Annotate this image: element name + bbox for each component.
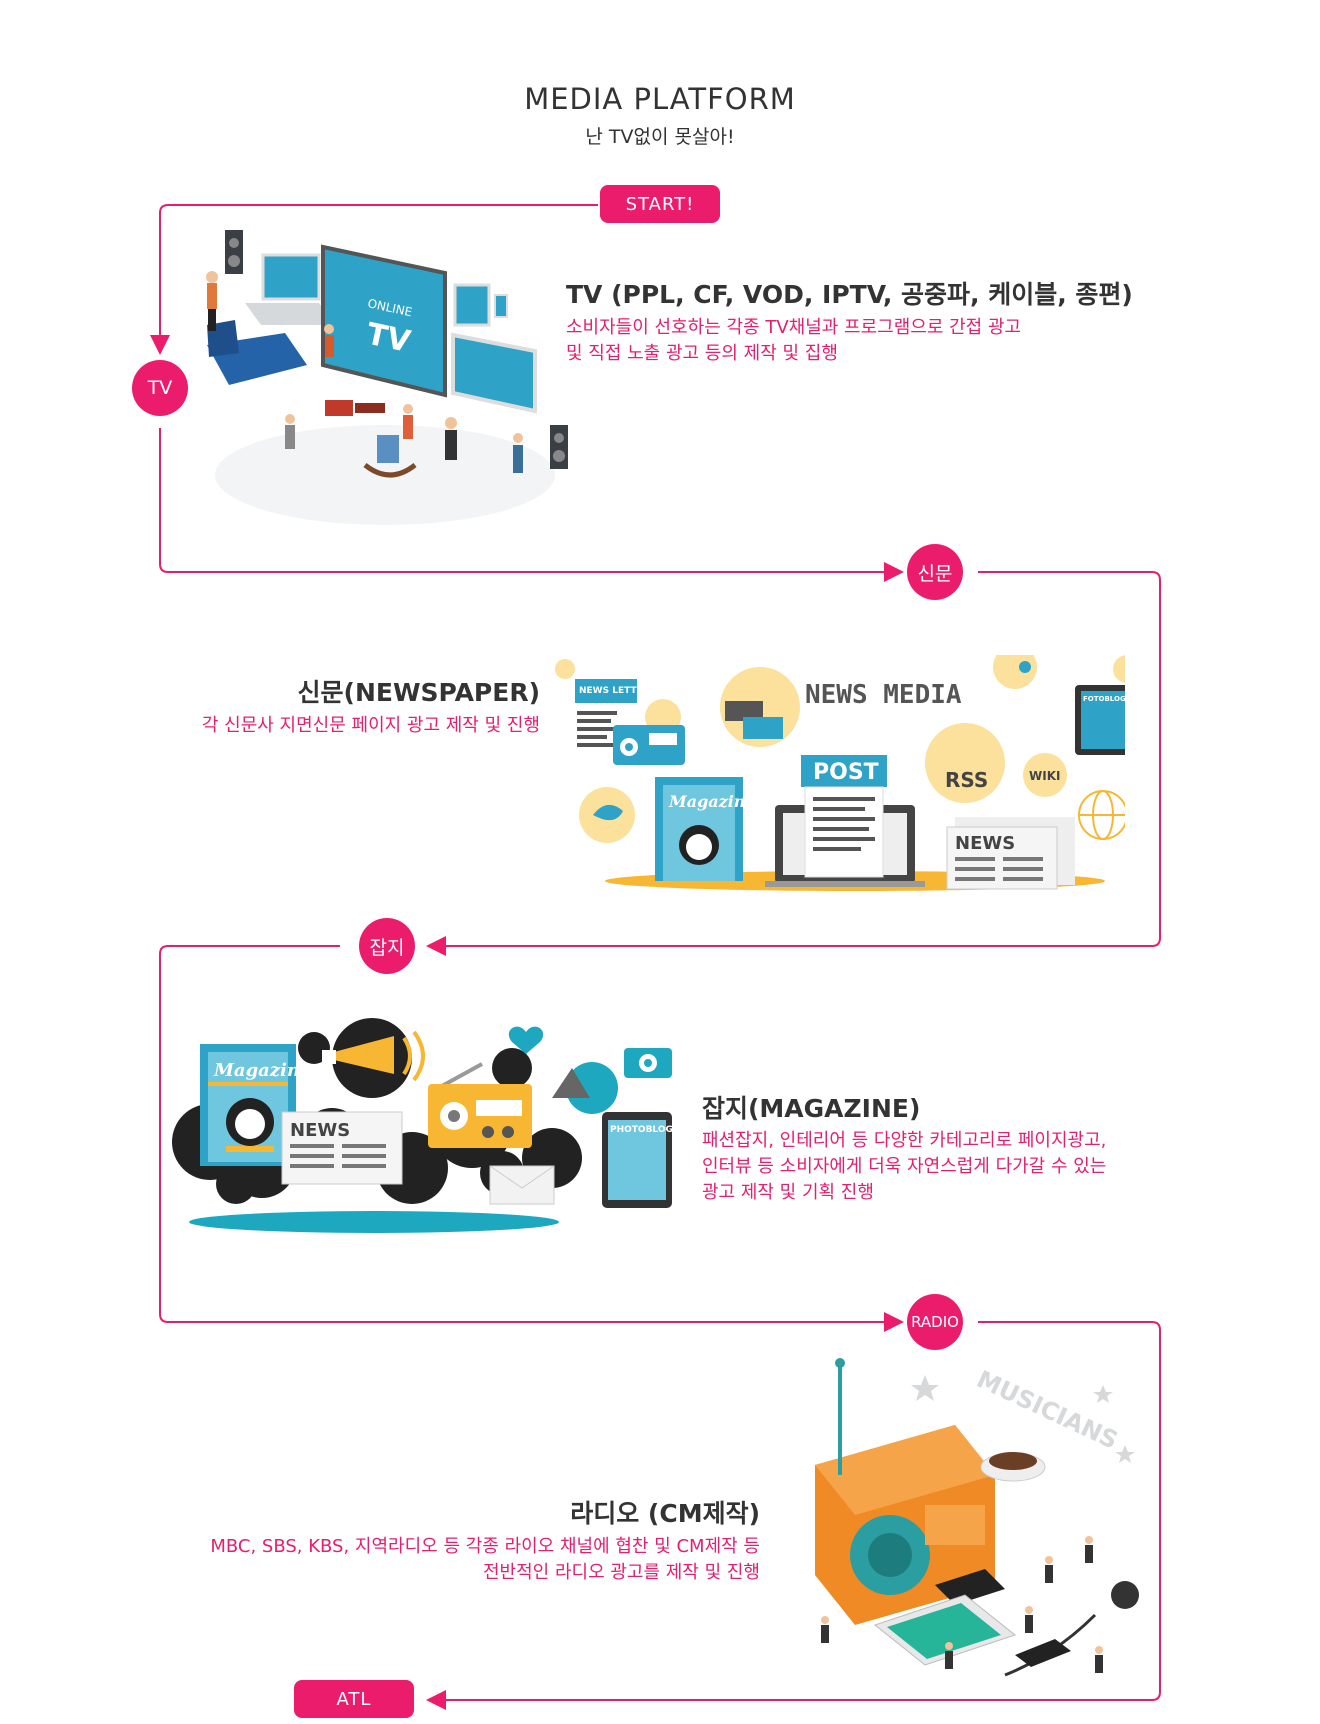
radio-title: 라디오 (CM제작) (570, 1499, 760, 1528)
newspaper-magazine-text: Magazine (668, 792, 756, 811)
magazine-illustration: Magazine NEWS PHOTOBLOG (172, 1018, 673, 1233)
magazine-news-text: NEWS (290, 1120, 350, 1141)
newspaper-news-text: NEWS (955, 833, 1015, 854)
tv-badge: TV (132, 360, 188, 416)
newsletter-text: NEWS LETTER (579, 686, 650, 696)
tv-illustration: ONLINE TV (206, 230, 568, 525)
newspaper-badge: 신문 (907, 544, 963, 600)
rss-text: RSS (945, 768, 988, 792)
radio-desc: MBC, SBS, KBS, 지역라디오 등 각종 라이오 채널에 협찬 및 C… (210, 1534, 760, 1586)
newspaper-illustration: NEWS LETTER NEWS MEDIA Magazine POST RSS… (555, 655, 1125, 891)
radio-desc-line: MBC, SBS, KBS, 지역라디오 등 각종 라이오 채널에 협찬 및 C… (210, 1536, 760, 1557)
magazine-magazine-text: Magazine (213, 1060, 311, 1081)
photoblog-text: PHOTOBLOG (610, 1125, 673, 1135)
fotoblog-text: FOTOBLOG (1083, 695, 1125, 703)
tv-desc-line: 소비자들이 선호하는 각종 TV채널과 프로그램으로 간접 광고 (566, 317, 1022, 338)
radio-illustration: MUSICIANS (815, 1358, 1139, 1677)
post-text: POST (813, 760, 879, 785)
tv-title: TV (PPL, CF, VOD, IPTV, 공중파, 케이블, 종편) (566, 280, 1133, 309)
atl-badge: ATL (294, 1680, 414, 1718)
musicians-text: MUSICIANS (972, 1365, 1122, 1455)
newspaper-title: 신문(NEWSPAPER) (297, 678, 540, 707)
news-media-text: NEWS MEDIA (805, 680, 962, 710)
magazine-desc: 패션잡지, 인테리어 등 다양한 카테고리로 페이지광고, 인터뷰 등 소비자에… (702, 1128, 1106, 1206)
radio-badge: RADIO (907, 1294, 963, 1350)
magazine-desc-line: 패션잡지, 인테리어 등 다양한 카테고리로 페이지광고, (702, 1130, 1107, 1151)
magazine-badge: 잡지 (359, 918, 415, 974)
page-subtitle: 난 TV없이 못살아! (585, 126, 735, 148)
start-badge: START! (600, 185, 720, 223)
wiki-text: WIKI (1029, 769, 1060, 783)
page-title: MEDIA PLATFORM (524, 82, 796, 116)
magazine-desc-line: 광고 제작 및 기획 진행 (702, 1182, 874, 1203)
magazine-desc-line: 인터뷰 등 소비자에게 더욱 자연스럽게 다가갈 수 있는 (702, 1156, 1107, 1177)
newspaper-desc: 각 신문사 지면신문 페이지 광고 제작 및 진행 (202, 713, 540, 739)
radio-desc-line: 전반적인 라디오 광고를 제작 및 진행 (482, 1562, 760, 1583)
newspaper-desc-line: 각 신문사 지면신문 페이지 광고 제작 및 진행 (201, 715, 540, 736)
tv-desc-line: 및 직접 노출 광고 등의 제작 및 집행 (566, 343, 838, 364)
tv-desc: 소비자들이 선호하는 각종 TV채널과 프로그램으로 간접 광고 및 직접 노출… (566, 315, 1021, 367)
page-header: MEDIA PLATFORM 난 TV없이 못살아! (0, 82, 1320, 149)
magazine-title: 잡지(MAGAZINE) (702, 1094, 921, 1123)
